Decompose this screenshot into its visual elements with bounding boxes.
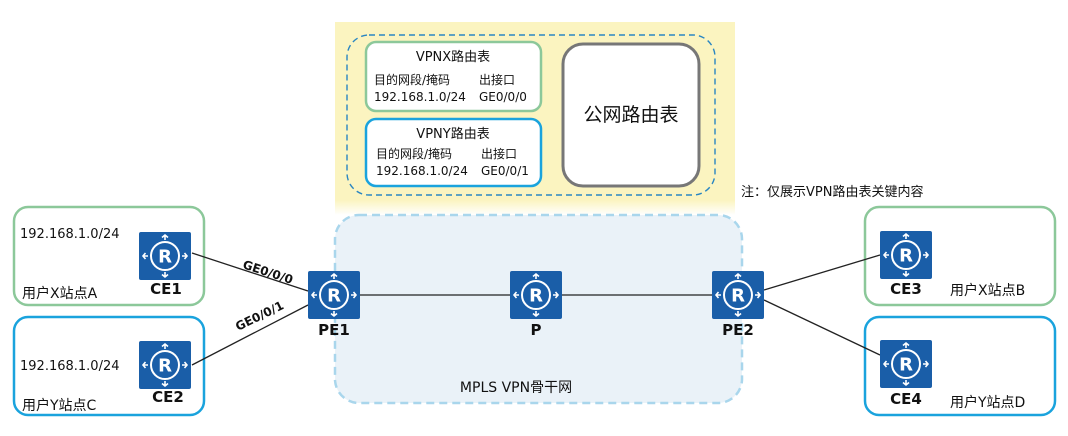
site-a-subnet: 192.168.1.0/24 bbox=[20, 227, 120, 242]
router-pe1[interactable]: PE1 bbox=[307, 270, 361, 339]
vpnx-iface: GE0/0/0 bbox=[479, 90, 527, 104]
router-ce2[interactable]: CE2 bbox=[138, 340, 192, 406]
site-a: 192.168.1.0/24 用户X站点A bbox=[12, 205, 206, 307]
vpny-header-dest: 目的网段/掩码 bbox=[376, 146, 452, 161]
router-icon bbox=[307, 270, 361, 320]
site-a-name: 用户X站点A bbox=[22, 285, 98, 302]
label-ge001: GE0/0/1 bbox=[233, 298, 286, 333]
callout-fade bbox=[335, 200, 735, 215]
router-icon bbox=[509, 270, 563, 320]
router-ce1[interactable]: CE1 bbox=[138, 231, 192, 298]
router-ce4[interactable]: CE4 bbox=[879, 339, 933, 408]
vpny-title: VPNY路由表 bbox=[416, 126, 489, 142]
site-d-name: 用户Y站点D bbox=[950, 394, 1025, 411]
router-icon bbox=[138, 231, 192, 281]
vpny-route-table: VPNY路由表 目的网段/掩码 出接口 192.168.1.0/24 GE0/0… bbox=[364, 117, 543, 188]
router-p[interactable]: P bbox=[509, 270, 563, 339]
link-ce2-pe1 bbox=[191, 304, 309, 366]
router-icon bbox=[879, 230, 933, 280]
public-table-box bbox=[561, 42, 701, 188]
router-p-label: P bbox=[531, 321, 542, 339]
vpnx-table-box bbox=[364, 40, 543, 113]
pe1-vrf-boundary bbox=[346, 34, 716, 196]
router-icon bbox=[138, 340, 192, 390]
vpny-table-box bbox=[364, 117, 543, 188]
site-c-subnet: 192.168.1.0/24 bbox=[20, 359, 120, 374]
router-ce3[interactable]: CE3 bbox=[879, 230, 933, 298]
router-ce1-label: CE1 bbox=[150, 280, 182, 298]
vpnx-header-if: 出接口 bbox=[479, 72, 515, 87]
router-pe2-label: PE2 bbox=[722, 321, 754, 339]
backbone-label: MPLS VPN骨干网 bbox=[460, 380, 572, 396]
vpnx-title: VPNX路由表 bbox=[416, 49, 490, 65]
router-icon bbox=[711, 270, 765, 320]
router-ce4-label: CE4 bbox=[890, 390, 922, 408]
note-text: 注：仅展示VPN路由表关键内容 bbox=[741, 184, 923, 200]
router-pe2[interactable]: PE2 bbox=[711, 270, 765, 339]
site-a-box bbox=[12, 205, 206, 307]
vpnx-dest: 192.168.1.0/24 bbox=[374, 90, 466, 104]
vpnx-route-table: VPNX路由表 目的网段/掩码 出接口 192.168.1.0/24 GE0/0… bbox=[364, 40, 543, 113]
public-title: 公网路由表 bbox=[583, 104, 678, 126]
router-pe1-label: PE1 bbox=[318, 321, 350, 339]
public-route-table: 公网路由表 bbox=[561, 42, 701, 188]
site-c-name: 用户Y站点C bbox=[22, 397, 97, 414]
vpny-iface: GE0/0/1 bbox=[481, 164, 529, 178]
vpnx-header-dest: 目的网段/掩码 bbox=[374, 72, 450, 87]
links bbox=[191, 252, 881, 366]
vpny-header-if: 出接口 bbox=[481, 146, 517, 161]
router-icon bbox=[879, 339, 933, 389]
label-ge000: GE0/0/0 bbox=[241, 258, 295, 287]
site-b-name: 用户X站点B bbox=[950, 282, 1025, 299]
link-pe2-ce4 bbox=[763, 299, 881, 356]
link-ce1-pe1 bbox=[191, 252, 309, 292]
link-pe2-ce3 bbox=[763, 254, 881, 291]
vpny-dest: 192.168.1.0/24 bbox=[376, 164, 468, 178]
router-ce3-label: CE3 bbox=[890, 280, 922, 298]
router-ce2-label: CE2 bbox=[152, 388, 184, 406]
